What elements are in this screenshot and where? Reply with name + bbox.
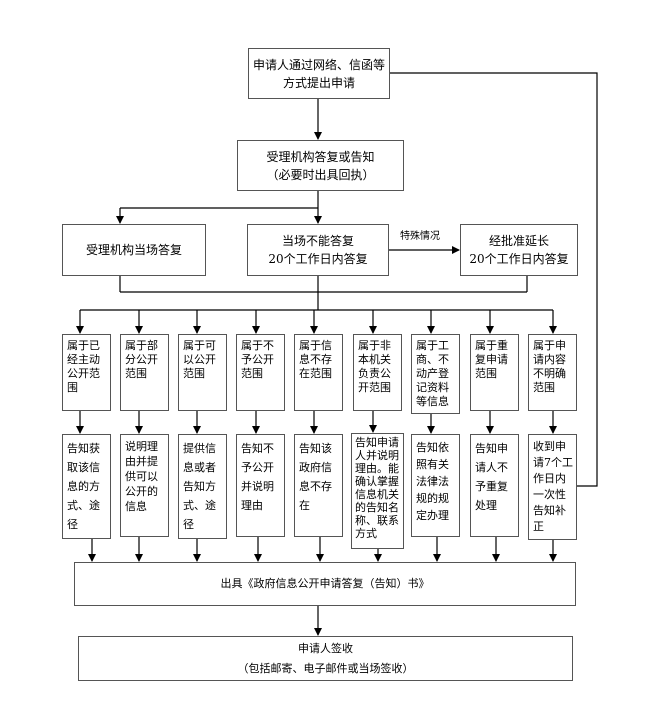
- immediate-line1: 受理机构当场答复: [85, 243, 182, 257]
- category-box: 属于已经主动公开范围: [62, 334, 111, 411]
- response-box: 告知申请人并说明理由。能确认掌握信息机关的告知名称、联系方式: [351, 433, 404, 549]
- start-line1: 申请人通过网络、信函等: [252, 57, 385, 72]
- category-box: 属于可以公开范围: [178, 334, 227, 411]
- delayed-reply-box: 当场不能答复 20个工作日内答复: [247, 224, 389, 276]
- response-box: 告知不予公开并说明理由: [236, 434, 285, 537]
- category-box: 属于不予公开范围: [236, 334, 285, 411]
- issue-reply-box: 出具《政府信息公开申请答复（告知）书》: [74, 562, 576, 606]
- feedback-loop-line: [390, 72, 598, 487]
- response-box: 告知申请人不予重复处理: [470, 434, 519, 537]
- special-case-label: 特殊情况: [400, 231, 440, 242]
- extended-line1: 经批准延长: [488, 234, 549, 248]
- category-box: 属于申请内容不明确范围: [528, 334, 577, 411]
- sign-receipt-box: 申请人签收 （包括邮寄、电子邮件或当场签收）: [78, 636, 573, 681]
- accept-line2: （必要时出具回执）: [266, 167, 375, 182]
- category-box: 属于部分公开范围: [120, 334, 169, 411]
- accept-line1: 受理机构答复或告知: [266, 149, 375, 164]
- delayed-line2: 20个工作日内答复: [268, 252, 368, 266]
- extended-line2: 20个工作日内答复: [469, 252, 569, 266]
- category-box: 属于重复申请范围: [470, 334, 519, 411]
- category-box: 属于非本机关负责公开范围: [353, 334, 402, 411]
- extended-reply-box: 经批准延长 20个工作日内答复: [460, 224, 578, 276]
- response-box: 告知该政府信息不存在: [294, 434, 343, 537]
- sign-line1: 申请人签收: [298, 641, 353, 655]
- start-line2: 方式提出申请: [282, 75, 355, 90]
- start-box-application: 申请人通过网络、信函等 方式提出申请: [248, 48, 390, 99]
- response-box: 告知依照有关法律法规的规定办理: [411, 434, 460, 537]
- response-box: 说明理由并提供可以公开的信息: [120, 434, 169, 537]
- immediate-reply-box: 受理机构当场答复: [62, 224, 206, 276]
- delayed-line1: 当场不能答复: [281, 234, 354, 248]
- response-box: 提供信息或者告知方式、途径: [178, 434, 227, 539]
- category-box: 属于工商、不动产登记资料等信息: [411, 334, 460, 414]
- category-box: 属于信息不存在范围: [294, 334, 343, 411]
- accept-box: 受理机构答复或告知 （必要时出具回执）: [237, 140, 404, 191]
- sign-line2: （包括邮寄、电子邮件或当场签收）: [237, 661, 414, 675]
- response-box: 告知获取该信息的方式、途径: [62, 434, 111, 539]
- issue-line1: 出具《政府信息公开申请答复（告知）书》: [220, 577, 430, 590]
- response-box: 收到申请7个工作日内一次性告知补正: [528, 434, 577, 540]
